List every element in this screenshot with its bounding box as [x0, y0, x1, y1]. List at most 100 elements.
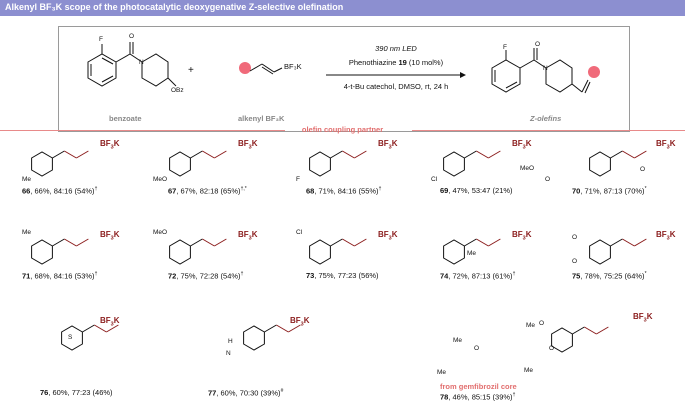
compound-caption-70: 70, 71%, 87:13 (70%)* [572, 186, 647, 196]
bf3k-label-76: BF3K [100, 316, 120, 328]
atom-label-o70c: O [545, 176, 551, 183]
benzoate-o-atom: O [129, 33, 135, 40]
substituent-71: Me [22, 229, 32, 236]
compound-yield: , 60%, 70:30 (39%) [216, 388, 281, 398]
compound-yield: , 46%, 85:15 (39%) [448, 392, 513, 402]
compound-footnote: †,* [240, 186, 247, 192]
compound-yield: , 67%, 82:18 (65%) [176, 186, 241, 196]
atom-label-o70: O [640, 166, 646, 173]
bf3k-label-74: BF3K [512, 230, 532, 242]
figure-title: Alkenyl BF₃K scope of the photocatalytic… [5, 2, 344, 12]
compound-footnote: † [240, 271, 244, 277]
substituent-76: S [68, 334, 73, 341]
compound-number: 75 [572, 271, 581, 281]
compound-footnote: † [378, 186, 382, 192]
product-f-atom: F [503, 44, 507, 51]
compound-number: 68 [306, 186, 315, 196]
header-banner [0, 0, 685, 16]
substrate-structure-71 [31, 238, 89, 265]
compound-number: 70 [572, 186, 581, 196]
benzoate-obz-group: OBz [171, 87, 184, 94]
condition-additives: 4-t-Bu catechol, DMSO, rt, 24 h [343, 82, 449, 91]
substituent-77: H [228, 338, 233, 345]
bf3k-label-70: BF3K [656, 139, 676, 151]
substituent-70: MeO [520, 165, 535, 172]
gemfibrozil-core-label: from gemfibrozil core [440, 382, 517, 391]
benzoate-f-atom: F [99, 36, 103, 43]
atom-label-n77: N [226, 350, 231, 357]
compound-caption-69: 69, 47%, 53:47 (21%) [440, 186, 513, 195]
compound-caption-66: 66, 66%, 84:16 (54%)† [22, 186, 97, 196]
substituent-75: O [572, 234, 578, 241]
product-n-atom: N [543, 65, 548, 72]
compound-caption-68: 68, 71%, 84:16 (55%)† [306, 186, 381, 196]
compound-caption-72: 72, 75%, 72:28 (54%)† [168, 271, 243, 281]
section-title: olefin coupling partner [301, 125, 384, 134]
plus-sign: + [188, 65, 194, 76]
reaction-scheme-box [58, 26, 630, 132]
compound-footnote: † [512, 271, 516, 277]
reaction-arrow [326, 72, 466, 78]
substrate-structure-66 [31, 150, 89, 177]
atom-label-o78a: O [474, 345, 480, 352]
substrate-structure-73 [309, 238, 367, 265]
atom-label-o75b: O [572, 258, 578, 265]
substituent-67: MeO [153, 176, 168, 183]
substrate-structure-68 [309, 150, 367, 177]
compound-footnote: † [512, 392, 516, 398]
compound-number: 73 [306, 271, 315, 280]
compound-number: 74 [440, 271, 449, 281]
product-o-atom: O [535, 41, 541, 48]
substrate-structure-78 [551, 326, 609, 353]
substituent-78: Me [453, 337, 463, 344]
compound-footnote: # [280, 388, 284, 394]
substrate-structure-74 [443, 238, 501, 265]
compound-caption-78: 78, 46%, 85:15 (39%)† [440, 392, 515, 402]
atom-label-o78c: O [539, 320, 545, 327]
label-alkenyl-bf3k: alkenyl BF₃K [238, 114, 285, 123]
bf3k-label-67: BF3K [238, 139, 258, 151]
condition-catalyst: Phenothiazine 19 (10 mol%) [348, 58, 444, 67]
bf3k-label-78: BF3K [633, 312, 653, 324]
compound-footnote: † [94, 271, 98, 277]
product-dot [588, 66, 600, 78]
compound-yield: , 66%, 84:16 (54%) [30, 186, 95, 196]
compound-number: 72 [168, 271, 177, 281]
label-z-olefins: Z-olefins [530, 114, 562, 123]
compound-footnote: † [94, 186, 98, 192]
atom-label-me78c: Me [524, 367, 534, 374]
compound-footnote: * [644, 271, 647, 277]
compound-yield: , 68%, 84:16 (53%) [30, 271, 95, 281]
substituent-74: Me [467, 250, 477, 257]
bf3k-label-69: BF3K [512, 139, 532, 151]
bf3k-label-71: BF3K [100, 230, 120, 242]
compound-number: 76 [40, 388, 49, 397]
compound-number: 66 [22, 186, 31, 196]
reagent-dot [239, 62, 251, 74]
bf3k-label-73: BF3K [378, 230, 398, 242]
bf3k-label-66: BF3K [100, 139, 120, 151]
substituent-66: Me [22, 176, 32, 183]
substrate-structure-69 [443, 150, 501, 177]
condition-light: 390 nm LED [375, 44, 417, 53]
compound-yield: , 72%, 87:13 (61%) [448, 271, 513, 281]
compound-yield: , 71%, 84:16 (55%) [314, 186, 379, 196]
atom-label-me78b: Me [437, 369, 447, 376]
compound-number: 69 [440, 186, 449, 195]
compound-footnote: * [644, 186, 647, 192]
compound-number: 78 [440, 392, 449, 402]
reagent-bf3k-label: BF₃K [284, 62, 302, 71]
substrate-structure-77 [243, 324, 301, 351]
substrate-structure-67 [169, 150, 227, 177]
atom-label-o78b: O [549, 345, 555, 352]
compound-yield: , 71%, 87:13 (70%) [580, 186, 645, 196]
alkenyl-reagent-structure [239, 62, 283, 75]
compound-yield: , 75%, 72:28 (54%) [176, 271, 241, 281]
atom-label-me78a: Me [526, 322, 536, 329]
compound-caption-77: 77, 60%, 70:30 (39%)# [208, 388, 283, 398]
compound-number: 67 [168, 186, 177, 196]
compound-number: 77 [208, 388, 217, 398]
compound-caption-67: 67, 67%, 82:18 (65%)†,* [168, 186, 247, 196]
substituent-68: F [296, 176, 300, 183]
bf3k-label-77: BF3K [290, 316, 310, 328]
